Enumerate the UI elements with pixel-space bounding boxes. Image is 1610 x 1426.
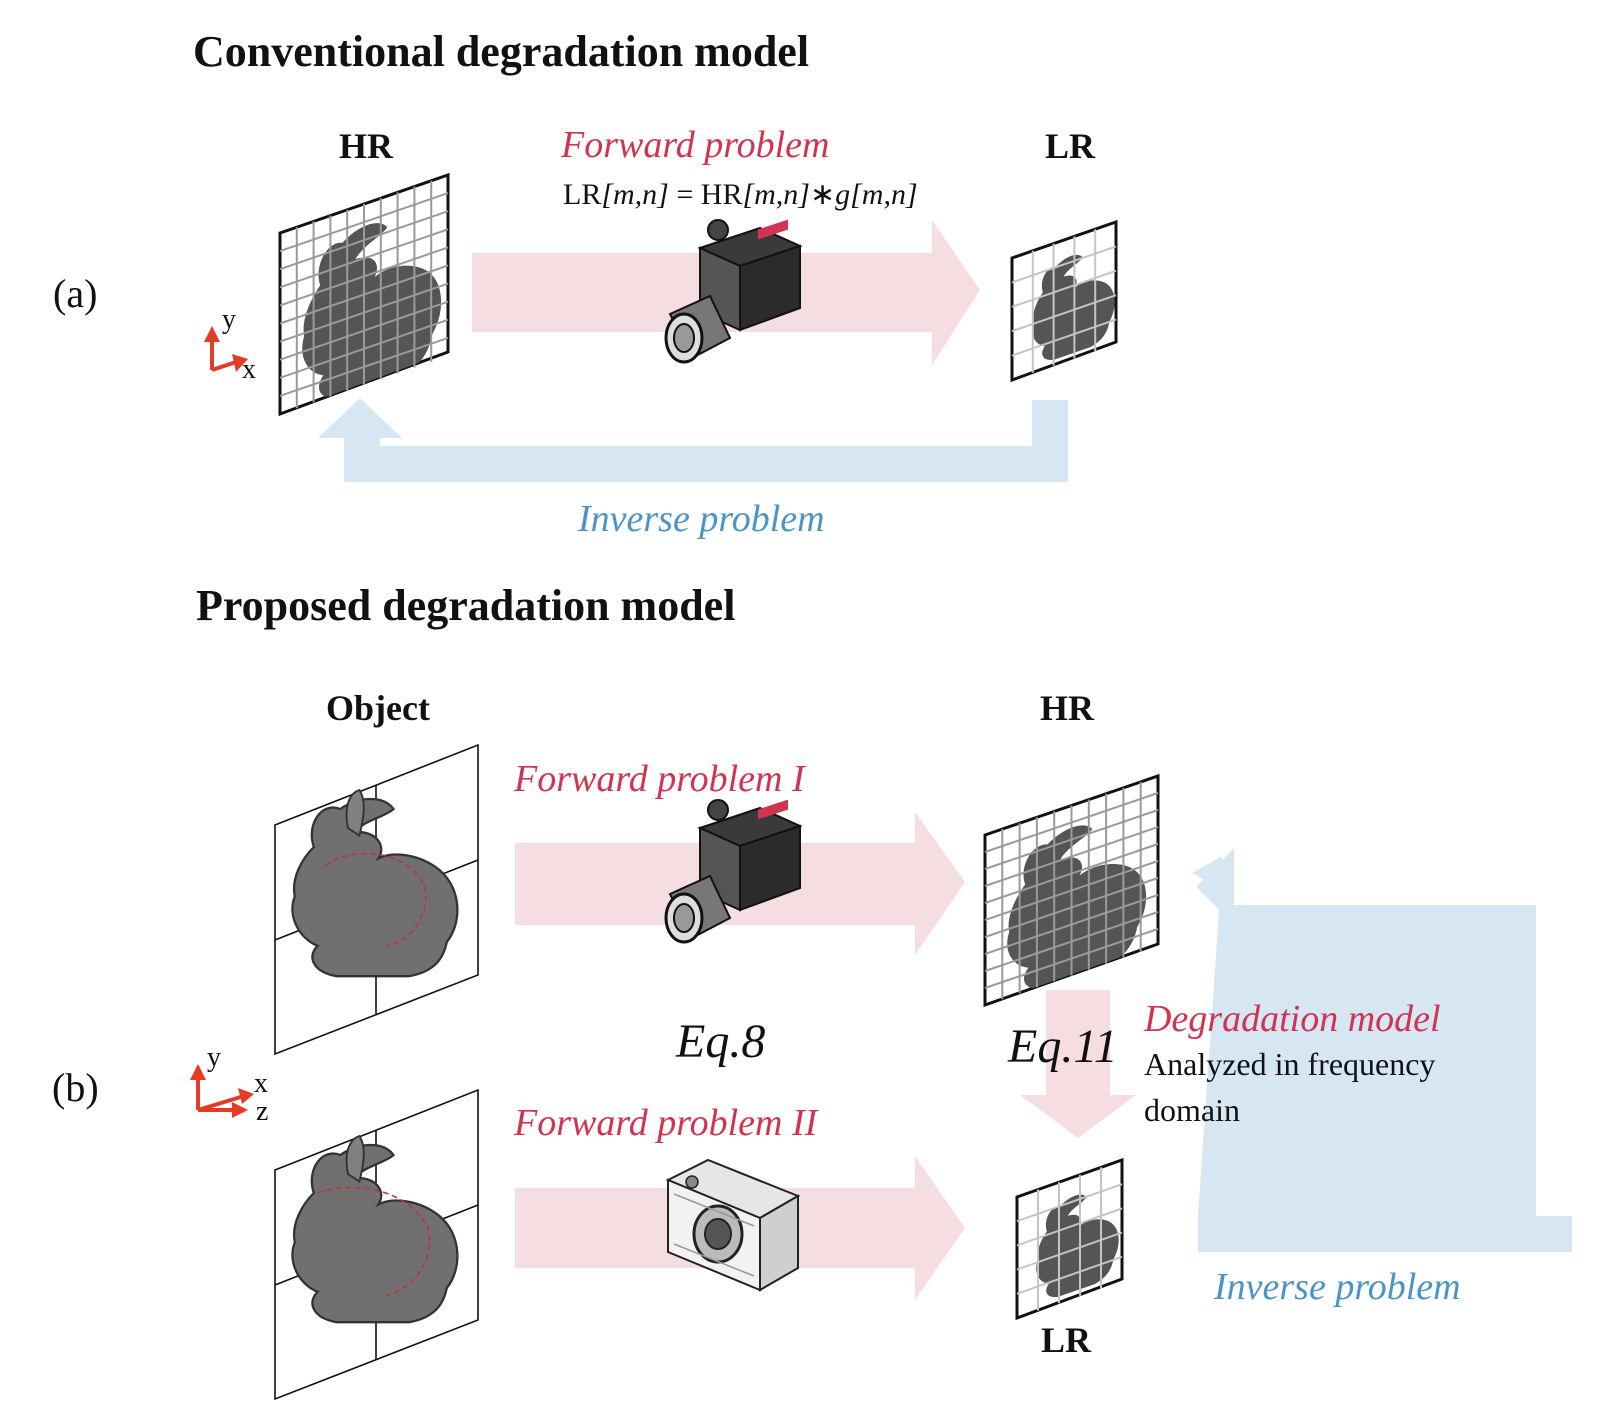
inverse-label-b: Inverse problem bbox=[1214, 1266, 1461, 1308]
grid-line bbox=[279, 336, 449, 397]
inverse-arrow-a bbox=[318, 398, 1068, 482]
panel-b-label: (b) bbox=[52, 1065, 99, 1110]
axis-label-y-a: y bbox=[222, 304, 236, 335]
equation-g: g bbox=[835, 178, 851, 211]
bunny-3d-icon bbox=[291, 1134, 459, 1324]
lr-image-b bbox=[1015, 1157, 1124, 1321]
degradation-arrow-b bbox=[1020, 990, 1136, 1138]
degradation-title: Degradation model bbox=[1144, 998, 1441, 1040]
camera-dslr-icon bbox=[664, 219, 803, 364]
grid-line bbox=[984, 877, 1159, 938]
forward-label-b2: Forward problem II bbox=[514, 1102, 818, 1144]
grid-line bbox=[1016, 1231, 1123, 1271]
grid-line bbox=[1016, 1207, 1123, 1247]
grid-line bbox=[1011, 245, 1117, 284]
axis-triad-icon bbox=[204, 326, 248, 372]
grid-line bbox=[984, 792, 1159, 853]
axis-label-x-a: x bbox=[242, 354, 256, 385]
grid-line bbox=[984, 928, 1159, 989]
equation-lhs-args: [m,n] bbox=[601, 178, 669, 211]
grid-line bbox=[1016, 1183, 1123, 1223]
grid-line bbox=[279, 282, 449, 343]
grid-line bbox=[279, 210, 449, 271]
equation-hr-args: [m,n] bbox=[742, 178, 810, 211]
hr-label-b: HR bbox=[1040, 688, 1094, 728]
equation-a: LR[m,n] = HR[m,n]∗g[m,n] bbox=[563, 180, 918, 210]
panel-a-label: (a) bbox=[53, 271, 98, 316]
grid-line bbox=[984, 860, 1159, 921]
axis-label-z-b: z bbox=[256, 1096, 269, 1127]
equation-hr: HR bbox=[700, 178, 743, 211]
grid-line bbox=[279, 318, 449, 379]
degradation-line1: Analyzed in frequency bbox=[1144, 1046, 1436, 1082]
equation-g-args: [m,n] bbox=[850, 178, 918, 211]
equation-equals: = bbox=[668, 178, 701, 211]
hr-image-b bbox=[983, 773, 1160, 1008]
axis-label-y-b: y bbox=[207, 1042, 221, 1073]
forward-label-b1: Forward problem I bbox=[514, 758, 805, 800]
grid-line bbox=[984, 843, 1159, 904]
lr-label-b: LR bbox=[1041, 1320, 1092, 1360]
eq11-label: Eq.11 bbox=[1008, 1020, 1118, 1073]
grid-line bbox=[1011, 269, 1117, 308]
axis-triad-icon bbox=[190, 1064, 254, 1118]
grid-line bbox=[279, 192, 449, 253]
grid-line bbox=[984, 894, 1159, 955]
hr-label-a: HR bbox=[339, 126, 393, 166]
grid-line bbox=[984, 826, 1159, 887]
lr-label-a: LR bbox=[1045, 126, 1096, 166]
grid-line bbox=[279, 300, 449, 361]
grid-line bbox=[279, 264, 449, 325]
grid-line bbox=[1016, 1255, 1123, 1295]
camera-dslr-icon bbox=[664, 799, 803, 944]
axis-label-x-b: x bbox=[254, 1068, 268, 1099]
grid-line bbox=[279, 246, 449, 307]
bunny-3d-icon bbox=[291, 788, 459, 978]
equation-lhs: LR bbox=[563, 178, 602, 211]
inverse-label-a: Inverse problem bbox=[578, 498, 825, 540]
equation-conv: ∗ bbox=[809, 178, 836, 211]
panel-b-title: Proposed degradation model bbox=[196, 581, 736, 630]
degradation-line2: domain bbox=[1144, 1092, 1240, 1128]
eq8-label: Eq.8 bbox=[676, 1015, 766, 1068]
grid-line bbox=[984, 809, 1159, 870]
hr-image-a bbox=[278, 172, 450, 417]
grid-line bbox=[279, 228, 449, 289]
object-label: Object bbox=[326, 688, 430, 728]
inverse-arrow-b-head bbox=[1196, 848, 1234, 924]
camera-compact-icon bbox=[665, 1158, 801, 1292]
grid-line bbox=[1011, 318, 1117, 357]
inverse-arrow-b-body bbox=[1192, 856, 1572, 1252]
forward-label-a: Forward problem bbox=[561, 124, 830, 166]
lr-image-a bbox=[1010, 219, 1118, 383]
grid-line bbox=[984, 911, 1159, 972]
panel-a-title: Conventional degradation model bbox=[193, 27, 810, 76]
grid-line bbox=[1011, 294, 1117, 333]
